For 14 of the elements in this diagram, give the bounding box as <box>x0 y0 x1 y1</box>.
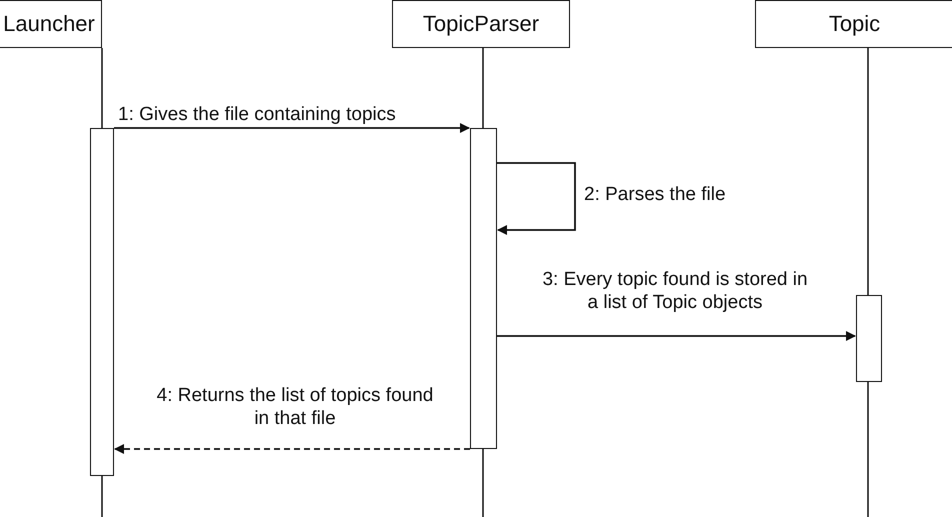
activation-bar <box>470 128 497 449</box>
message-label: 3: Every topic found is stored in a list of Topic objects <box>541 268 809 314</box>
return-message-arrow <box>114 444 470 454</box>
message-arrow <box>497 331 856 341</box>
lifeline-header: Launcher <box>0 0 102 48</box>
lifeline-header: TopicParser <box>392 0 570 48</box>
message-arrow <box>114 123 470 133</box>
message-label: 4: Returns the list of topics found in that file <box>156 384 434 430</box>
message-label: 2: Parses the file <box>584 183 727 206</box>
message-arrow <box>497 162 576 235</box>
activation-bar <box>90 128 114 476</box>
message-label: 1: Gives the file containing topics <box>118 103 397 126</box>
activation-bar <box>856 295 882 382</box>
lifeline-header: Topic <box>755 0 952 48</box>
